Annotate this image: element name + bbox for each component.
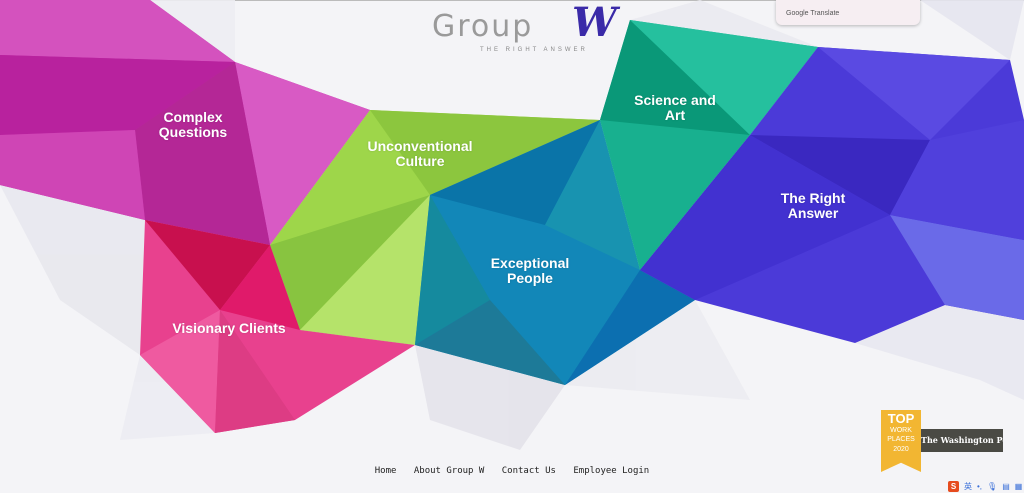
segment-the-right-answer[interactable]: The Right Answer — [780, 190, 846, 221]
segment-visionary-clients[interactable]: Visionary Clients — [172, 320, 286, 336]
pink-region — [140, 220, 415, 433]
teal-region — [600, 20, 818, 270]
segment-exceptional-people[interactable]: Exceptional People — [490, 255, 570, 286]
badge-year: 2020 — [893, 446, 909, 453]
footer-link-about[interactable]: About Group W — [413, 466, 485, 476]
logo-word: Group — [432, 9, 534, 44]
google-translate-popup[interactable]: Google Translate — [776, 0, 920, 25]
top-workplaces-badge: TOP WORK PLACES 2020 — [881, 410, 921, 472]
badge-places: PLACES — [887, 436, 915, 443]
grid-icon[interactable]: ▦ — [1014, 481, 1023, 491]
segment-science-and-art[interactable]: Science and Art — [634, 92, 716, 123]
purple-region — [640, 47, 1024, 343]
segment-complex-questions[interactable]: Complex Questions — [158, 109, 228, 140]
sogou-logo-icon[interactable]: S — [948, 480, 959, 492]
window-top-border — [0, 0, 1024, 1]
washington-post-logo: The Washington Post — [921, 429, 1003, 452]
mic-icon[interactable]: 🎙 — [987, 481, 998, 491]
ime-toolbar[interactable]: S 英 •, 🎙 ▤ ▦ — [948, 480, 1022, 492]
lime-region — [270, 110, 600, 345]
badge-ribbon — [881, 410, 921, 472]
segment-unconventional-culture[interactable]: Unconventional Culture — [367, 138, 473, 169]
badge-top: TOP — [887, 411, 915, 426]
logo-mark: W — [572, 0, 617, 46]
badge-work: WORK — [890, 427, 912, 434]
ime-language[interactable]: 英 — [964, 481, 972, 491]
footer-link-home[interactable]: Home — [374, 466, 397, 476]
logo-tagline: THE RIGHT ANSWER — [480, 47, 588, 53]
blue-region — [415, 120, 695, 385]
google-translate-label: Google Translate — [786, 10, 840, 17]
ime-punctuation[interactable]: •, — [977, 481, 983, 491]
group-w-logo[interactable]: Group W THE RIGHT ANSWER — [432, 3, 622, 56]
footer-nav: Home About Group W Contact Us Employee L… — [0, 465, 1024, 477]
grey-facets — [0, 0, 1024, 450]
magenta-region — [0, 0, 370, 245]
footer-link-contact[interactable]: Contact Us — [501, 466, 556, 476]
footer-link-employee-login[interactable]: Employee Login — [573, 466, 650, 476]
keyboard-icon[interactable]: ▤ — [1002, 481, 1010, 491]
